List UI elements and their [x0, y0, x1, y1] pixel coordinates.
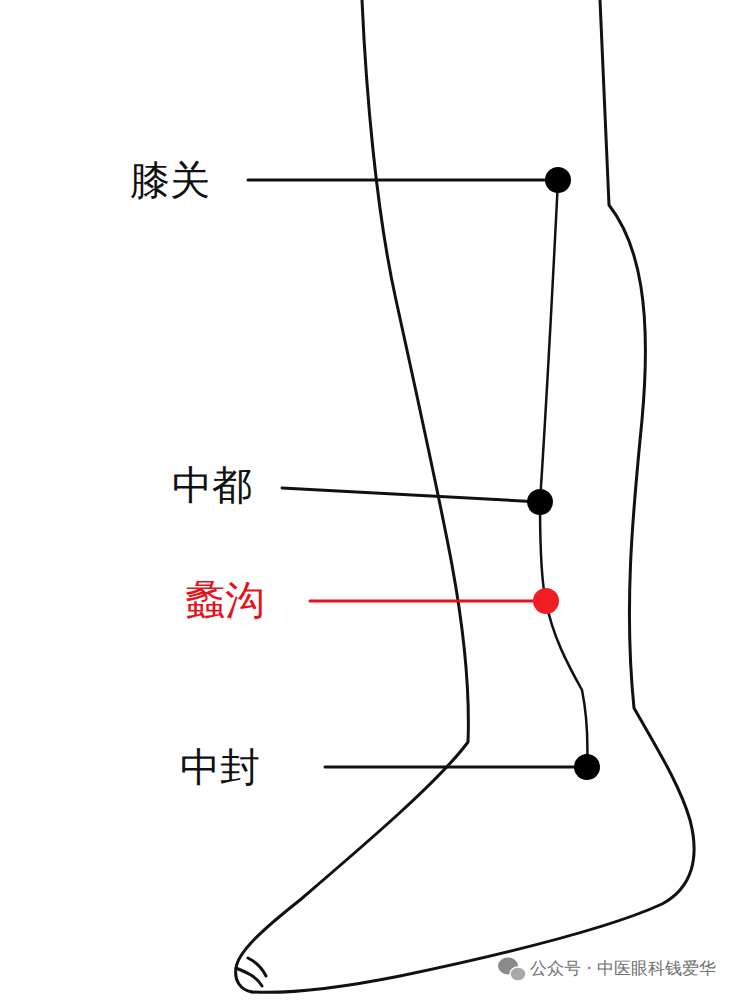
- acupoint-dot: [533, 588, 559, 614]
- acupoint-dot: [527, 489, 553, 515]
- leader-line: [310, 600, 546, 603]
- meridian-line: [540, 180, 587, 767]
- acupoint-name: 膝关: [130, 158, 210, 202]
- acupoint-name: 蠡沟: [185, 578, 265, 622]
- acupoint-dot: [574, 754, 600, 780]
- leg-outline: [252, 0, 694, 992]
- wechat-icon: [498, 958, 526, 982]
- acupoint-name: 中都: [172, 463, 252, 507]
- toe-line: [248, 958, 266, 976]
- toe-line: [236, 968, 262, 986]
- watermark: 公众号 · 中医眼科钱爱华: [530, 959, 716, 978]
- leader-line: [325, 766, 587, 769]
- leader-line: [248, 179, 558, 182]
- acupoint-name: 中封: [180, 745, 260, 789]
- leader-line: [282, 488, 540, 502]
- acupoint-dot: [545, 167, 571, 193]
